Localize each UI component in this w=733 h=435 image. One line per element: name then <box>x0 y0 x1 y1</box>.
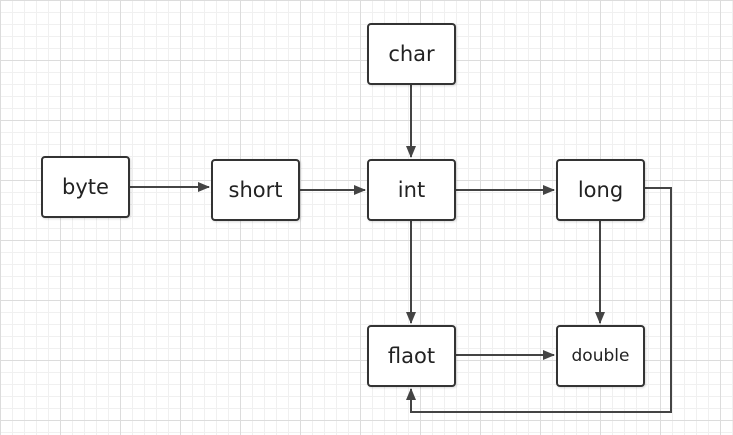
node-double[interactable]: double <box>556 325 645 387</box>
edge-long-to-flaot <box>406 187 672 413</box>
node-long-label: long <box>577 178 624 202</box>
node-short[interactable]: short <box>211 159 300 221</box>
node-double-label: double <box>571 346 630 366</box>
node-long[interactable]: long <box>556 159 645 221</box>
node-short-label: short <box>228 178 283 202</box>
node-char-label: char <box>388 42 435 66</box>
node-byte[interactable]: byte <box>41 156 130 218</box>
node-flaot-label: flaot <box>387 344 436 368</box>
node-flaot[interactable]: flaot <box>367 325 456 387</box>
node-char[interactable]: char <box>367 23 456 85</box>
node-int-label: int <box>397 178 426 202</box>
node-byte-label: byte <box>62 175 109 199</box>
node-int[interactable]: int <box>367 159 456 221</box>
